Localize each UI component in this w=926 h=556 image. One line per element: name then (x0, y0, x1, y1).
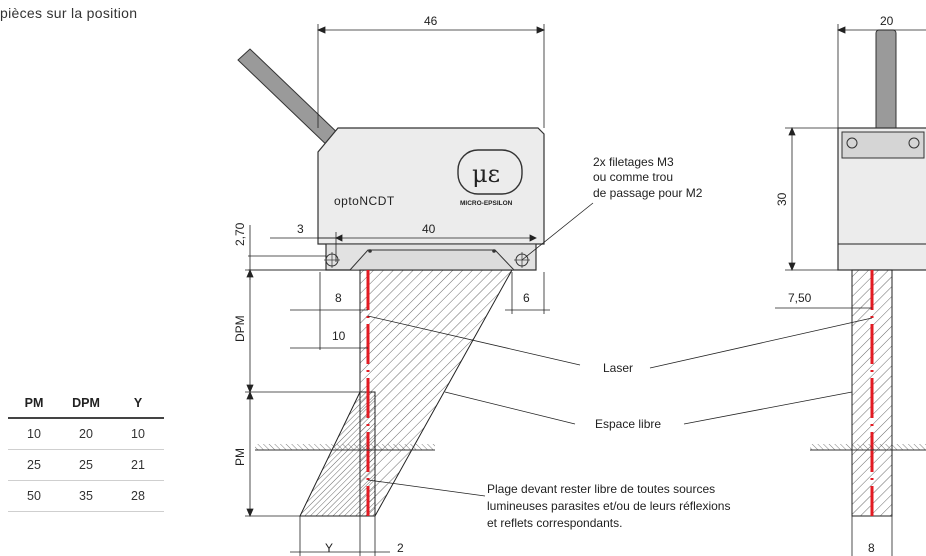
table-cell: 35 (60, 480, 112, 512)
table-cell: 50 (8, 480, 60, 512)
dim-hole-spacing: 40 (422, 222, 436, 236)
clear-zone-note-3: et reflets correspondants. (487, 516, 622, 530)
front-view (237, 48, 545, 271)
dim-height-side: 30 (775, 192, 789, 206)
free-space-label: Espace libre (595, 417, 661, 431)
dim-width-total: 46 (424, 14, 438, 28)
side-view (810, 29, 926, 517)
dim-6: 6 (523, 291, 530, 305)
table-row: 25 25 21 (8, 449, 164, 481)
clear-zone-note-1: Plage devant rester libre de toutes sour… (487, 482, 715, 496)
table-cell: 25 (8, 449, 60, 481)
table-cell: 28 (112, 480, 164, 512)
front-dimensions (245, 24, 550, 556)
logo-mark: μɛ (472, 160, 500, 188)
table-cell: 10 (112, 418, 164, 450)
dim-bottom-2: 2 (397, 541, 404, 555)
table-cell: 10 (8, 418, 60, 450)
dim-bottom-y: Y (325, 541, 333, 555)
dim-bottom-8: 8 (868, 541, 875, 555)
side-dimensions (775, 24, 926, 556)
axis-pm: PM (233, 448, 247, 466)
header-y: Y (112, 389, 164, 419)
header-dpm: DPM (60, 389, 112, 419)
intro-text: pièces sur la position (0, 5, 138, 21)
table-cell: 25 (60, 449, 112, 481)
dim-8: 8 (335, 291, 342, 305)
dim-depth-side: 20 (880, 14, 894, 28)
dim-thickness: 2,70 (233, 222, 247, 246)
axis-dpm: DPM (233, 315, 247, 342)
drawing-labels: optoNCDT μɛ MICRO-EPSILON 46 20 3 40 8 6… (233, 14, 894, 555)
laser-label: Laser (603, 361, 633, 375)
thread-note-2: ou comme trou (593, 170, 673, 184)
header-pm: PM (8, 389, 60, 419)
free-space-hatch (359, 269, 513, 517)
range-table: PM DPM Y 10 20 10 25 25 21 50 35 28 (8, 389, 164, 512)
front-beam (255, 269, 513, 517)
thread-note-3: de passage pour M2 (593, 186, 703, 200)
table-cell: 20 (60, 418, 112, 450)
brand-label: optoNCDT (334, 194, 395, 208)
cable (237, 48, 346, 152)
thread-note-1: 2x filetages M3 (593, 155, 674, 169)
clear-zone-hatch (299, 391, 376, 517)
clear-zone-note-2: lumineuses parasites et/ou de leurs réfl… (487, 499, 730, 513)
table-row: 50 35 28 (8, 480, 164, 512)
dim-10: 10 (332, 329, 346, 343)
dim-side-offset: 7,50 (788, 291, 812, 305)
table-row: 10 20 10 (8, 418, 164, 450)
maker-label: MICRO-EPSILON (460, 200, 513, 207)
dim-offset-3: 3 (297, 222, 304, 236)
table-cell: 21 (112, 449, 164, 481)
table-header-row: PM DPM Y (8, 389, 164, 419)
leader-lines (367, 202, 873, 497)
